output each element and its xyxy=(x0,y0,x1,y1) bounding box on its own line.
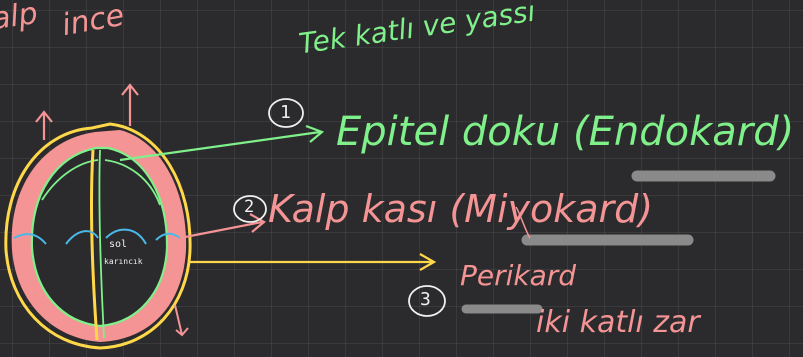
label-sol: sol xyxy=(109,239,128,250)
circle-1 xyxy=(268,98,304,128)
circle-3 xyxy=(408,285,446,317)
pericardium-outline xyxy=(4,122,192,350)
septum-green xyxy=(98,149,105,339)
label-perikard: Perikard xyxy=(460,259,577,292)
endocardium-outline xyxy=(30,146,169,328)
valve-left xyxy=(13,233,47,245)
label-kalp-kasi: Kalp kası (Miyokard) xyxy=(268,187,654,231)
arrow-kalp-kasi xyxy=(179,213,266,240)
arrow-perikard xyxy=(190,253,437,271)
label-karincik: karıncık xyxy=(104,257,143,266)
label-number-2: 2 xyxy=(244,197,255,217)
label-iki-katli-zar: iki katlı zar xyxy=(536,305,700,340)
label-epitel-doku: Epitel doku (Endokard) xyxy=(336,109,795,155)
vessel-arrow-left xyxy=(35,110,53,140)
label-number-3: 3 xyxy=(420,289,431,310)
circle-2 xyxy=(233,195,267,223)
valve-right xyxy=(105,228,147,245)
valve-far-right xyxy=(155,232,181,241)
septum xyxy=(90,149,99,341)
valve-mid xyxy=(65,230,99,245)
note-fragment-alp: alp xyxy=(0,0,40,38)
label-number-1: 1 xyxy=(280,102,291,123)
squiggle-miyokard xyxy=(515,206,531,239)
lower-pink-arrow xyxy=(174,304,189,337)
vessel-arrow-right xyxy=(121,83,139,126)
arrow-epitel xyxy=(119,124,325,162)
